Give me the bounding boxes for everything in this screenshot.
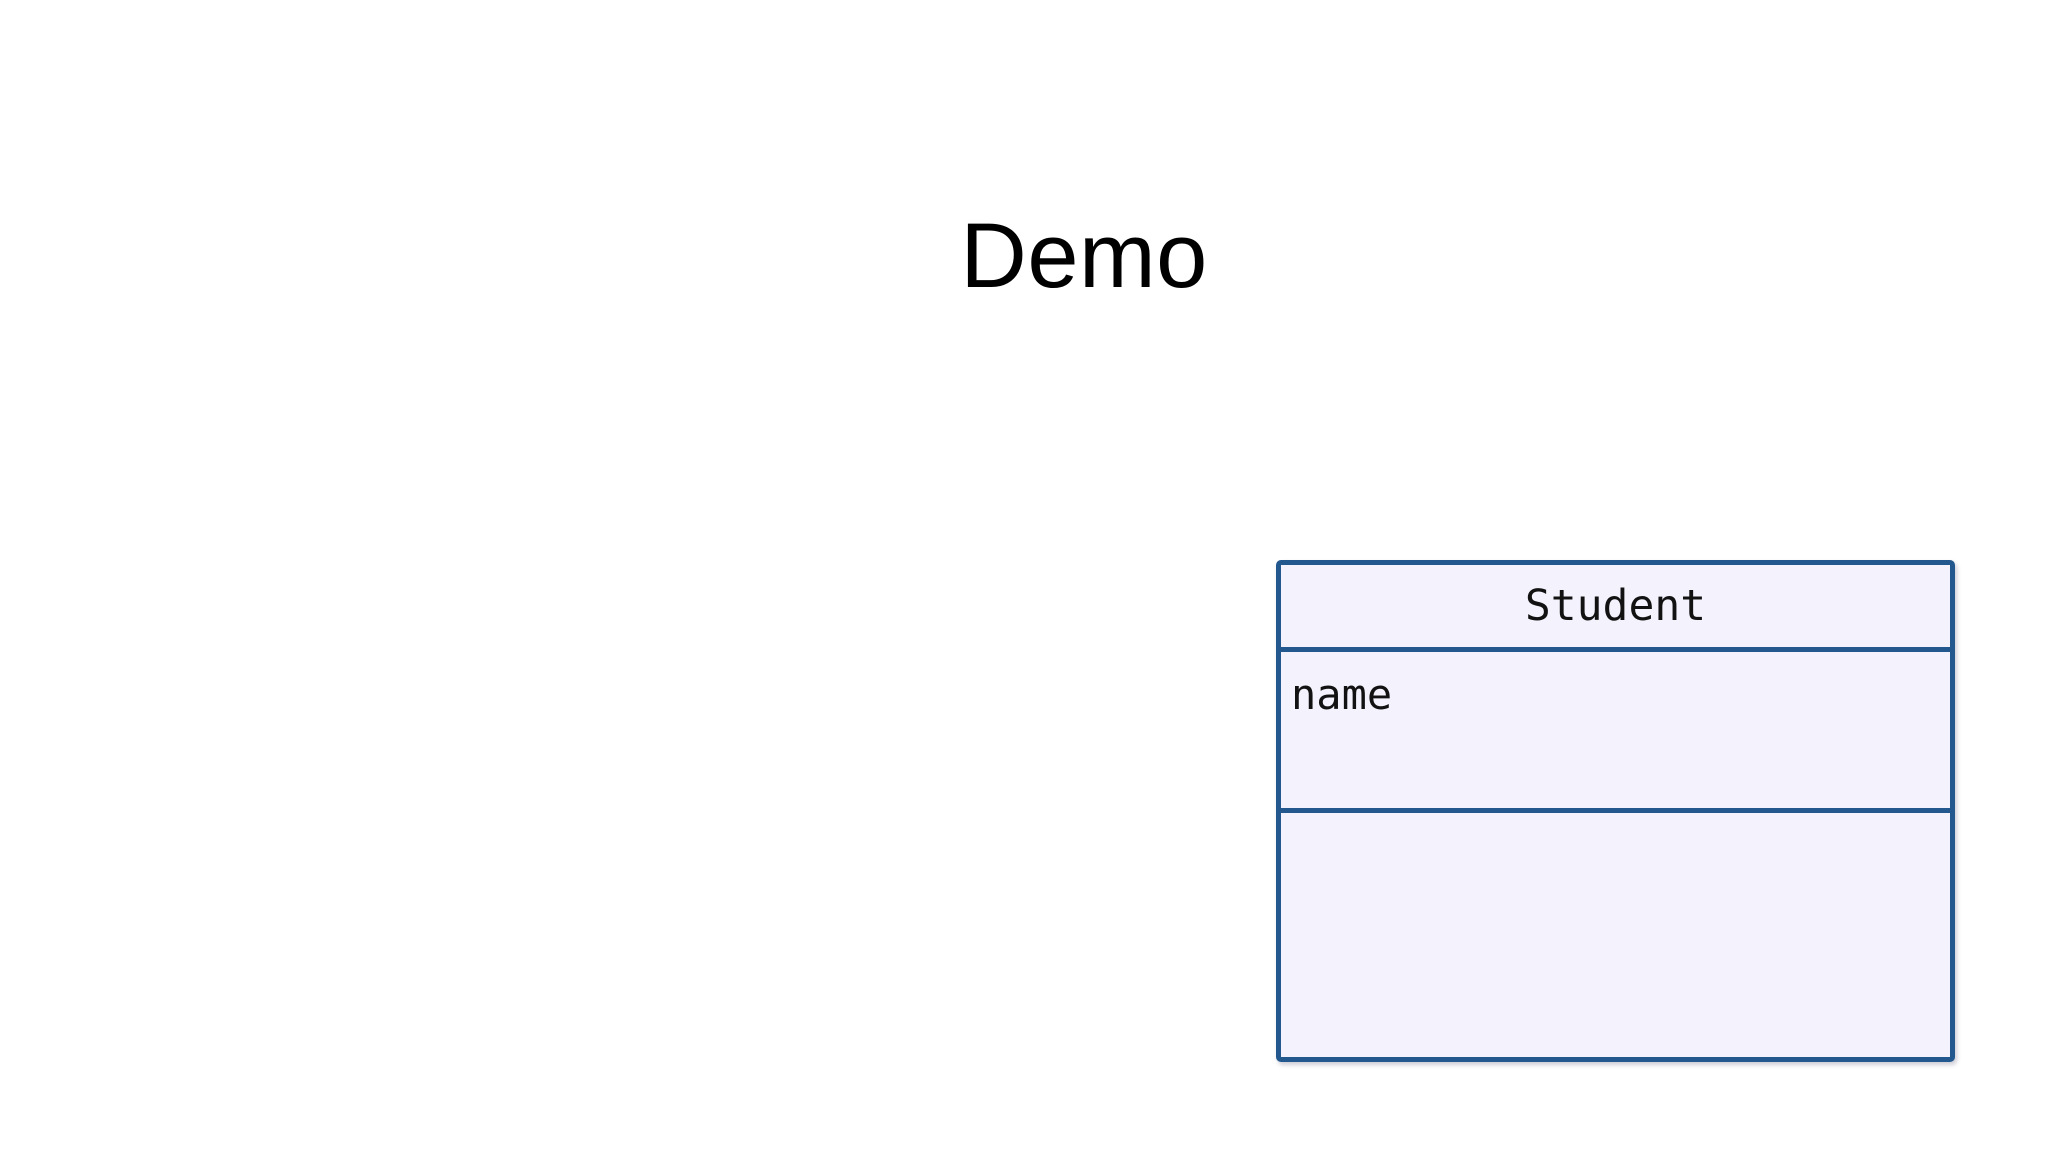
page-title-text: Demo bbox=[960, 205, 1208, 307]
page-title: Demo bbox=[0, 118, 2048, 394]
uml-attribute-item: name bbox=[1291, 670, 1393, 719]
uml-class-name-label: Student bbox=[1524, 580, 1707, 631]
uml-attributes-compartment: name bbox=[1281, 652, 1950, 813]
uml-methods-compartment bbox=[1281, 813, 1950, 1057]
uml-class-box-student[interactable]: Student name bbox=[1276, 560, 1955, 1062]
uml-class-name-compartment: Student bbox=[1281, 565, 1950, 652]
